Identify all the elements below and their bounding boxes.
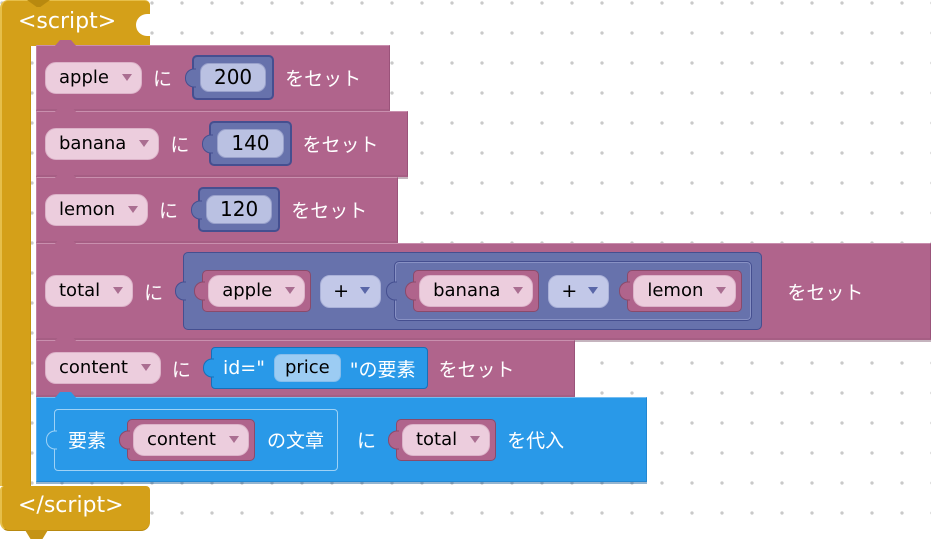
variable-dropdown[interactable]: total	[401, 423, 491, 456]
variable-name: apple	[222, 280, 273, 301]
text-property-label: の文章	[266, 430, 324, 452]
variable-value-block[interactable]: total	[395, 418, 497, 461]
set-variable-block-content[interactable]: content に id=" price "の要素 をセット	[36, 340, 575, 397]
dropdown-arrow-icon	[113, 287, 124, 294]
dropdown-arrow-icon	[139, 139, 150, 147]
variable-dropdown[interactable]: apple	[208, 275, 306, 307]
variable-name: total	[415, 428, 458, 450]
dropdown-arrow-icon	[513, 287, 524, 294]
operator-dropdown[interactable]: +	[320, 274, 382, 308]
dropdown-arrow-icon	[588, 287, 599, 294]
variable-name: banana	[433, 280, 501, 301]
particle-label: に	[144, 281, 164, 304]
variable-dropdown[interactable]: lemon	[45, 193, 149, 226]
value-socket	[136, 14, 150, 36]
variable-name: apple	[59, 66, 109, 88]
variable-value-block[interactable]: content	[127, 418, 255, 461]
assign-label: を代入	[507, 430, 565, 452]
element-label: 要素	[68, 430, 107, 452]
variable-dropdown[interactable]: lemon	[633, 275, 737, 307]
script-open-block[interactable]: <script>	[0, 0, 150, 46]
dropdown-arrow-icon	[360, 287, 371, 294]
set-element-text-block[interactable]: 要素 content の文章 に total を代入	[36, 397, 647, 482]
set-variable-block-total[interactable]: total に apple + banana	[36, 243, 931, 340]
operator-symbol: +	[561, 279, 578, 302]
variable-dropdown[interactable]: total	[45, 275, 134, 307]
script-close-label: </script>	[18, 493, 124, 518]
variable-value-block[interactable]: apple	[202, 270, 312, 312]
particle-label: に	[170, 134, 190, 156]
dropdown-arrow-icon	[470, 435, 481, 443]
arithmetic-block-outer[interactable]: apple + banana +	[183, 252, 763, 330]
set-label: をセット	[302, 134, 379, 156]
number-input[interactable]: 140	[217, 129, 284, 158]
number-input[interactable]: 200	[199, 63, 267, 92]
particle-label: に	[356, 430, 376, 452]
script-open-label: <script>	[18, 9, 117, 34]
particle-label: に	[159, 200, 179, 222]
set-label: をセット	[438, 358, 515, 381]
variable-name: total	[59, 280, 101, 301]
element-text-value-block[interactable]: 要素 content の文章	[54, 408, 338, 471]
dropdown-arrow-icon	[228, 435, 239, 443]
bottom-connector-tab	[25, 530, 48, 539]
set-variable-block-lemon[interactable]: lemon に 120 をセット	[36, 177, 398, 243]
dropdown-arrow-icon	[128, 205, 139, 213]
dropdown-arrow-icon	[285, 287, 296, 294]
dropdown-arrow-icon	[121, 73, 132, 81]
variable-name: lemon	[59, 198, 116, 220]
variable-dropdown[interactable]: content	[45, 352, 161, 384]
operator-symbol: +	[333, 279, 350, 302]
script-close-block[interactable]: </script>	[0, 486, 150, 531]
number-value-block[interactable]: 140	[209, 121, 292, 166]
particle-label: に	[171, 358, 191, 381]
set-label: をセット	[291, 200, 368, 222]
set-variable-block-apple[interactable]: apple に 200 をセット	[36, 45, 390, 111]
top-connector-notch	[27, 0, 50, 7]
set-variable-block-banana[interactable]: banana に 140 をセット	[36, 111, 408, 177]
variable-name: content	[59, 357, 128, 378]
variable-value-block[interactable]: lemon	[627, 270, 743, 312]
variable-dropdown[interactable]: banana	[419, 275, 534, 307]
script-block-spine[interactable]	[0, 46, 31, 486]
set-label: をセット	[787, 281, 864, 304]
variable-dropdown[interactable]: apple	[45, 61, 142, 94]
variable-name: content	[147, 428, 216, 450]
number-value-block[interactable]: 120	[198, 187, 281, 232]
id-suffix-label: "の要素	[349, 358, 416, 381]
variable-name: banana	[59, 132, 127, 154]
set-label: をセット	[285, 68, 362, 90]
number-input[interactable]: 120	[206, 195, 273, 224]
variable-name: lemon	[647, 280, 704, 301]
dropdown-arrow-icon	[716, 287, 727, 294]
particle-label: に	[152, 68, 172, 90]
dropdown-arrow-icon	[140, 364, 151, 371]
operator-dropdown[interactable]: +	[548, 274, 610, 308]
arithmetic-block-inner[interactable]: banana + lemon	[394, 261, 753, 321]
variable-dropdown[interactable]: content	[133, 423, 249, 456]
number-value-block[interactable]: 200	[191, 55, 275, 100]
element-by-id-block[interactable]: id=" price "の要素	[210, 347, 428, 389]
variable-value-block[interactable]: banana	[413, 270, 540, 312]
id-text-input[interactable]: price	[273, 354, 341, 382]
variable-dropdown[interactable]: banana	[45, 127, 160, 160]
id-prefix-label: id="	[222, 357, 265, 379]
